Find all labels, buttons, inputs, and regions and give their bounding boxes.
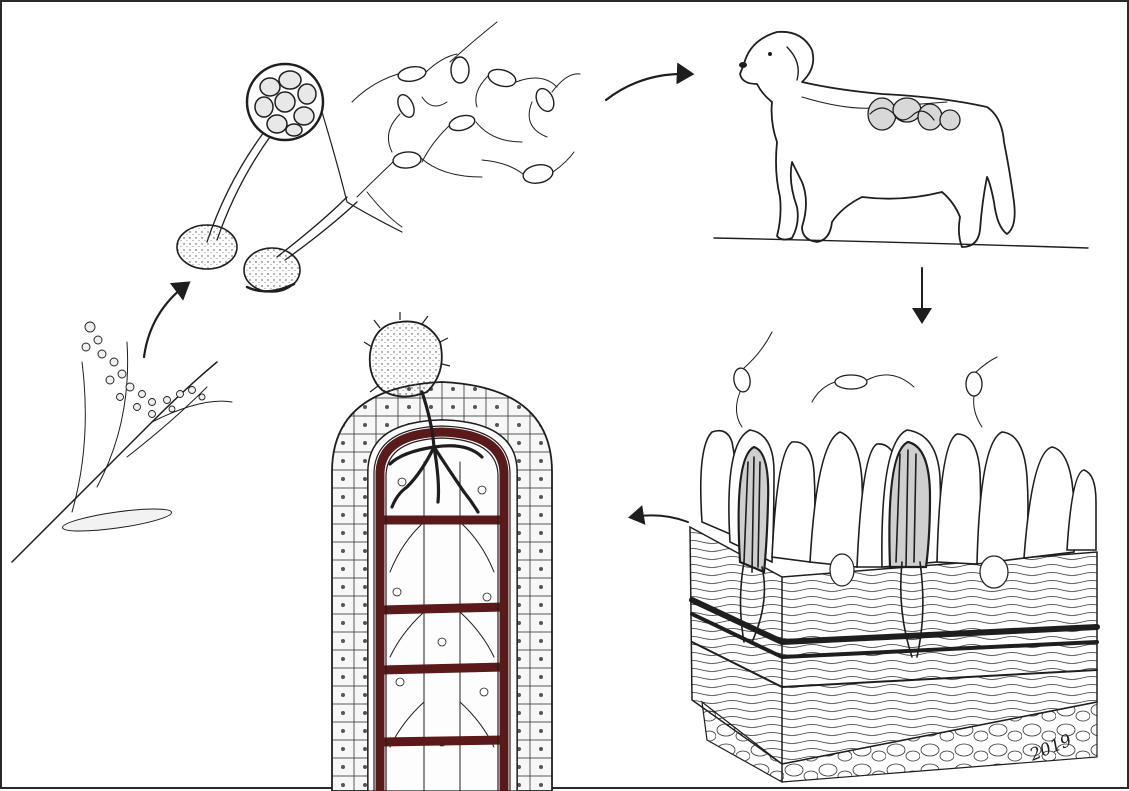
dog-icon <box>714 32 1088 248</box>
sporangium-icon <box>177 64 402 292</box>
zoospores-icon <box>352 22 580 227</box>
arrow-plant-to-sporangium <box>144 284 187 357</box>
villus-invasion-icon <box>332 312 552 791</box>
arrow-intestine-to-villus <box>632 515 688 522</box>
arrow-zoospores-to-host <box>606 74 690 100</box>
intestine-tissue-icon <box>690 332 1097 782</box>
plant-sprig-icon <box>12 322 232 562</box>
